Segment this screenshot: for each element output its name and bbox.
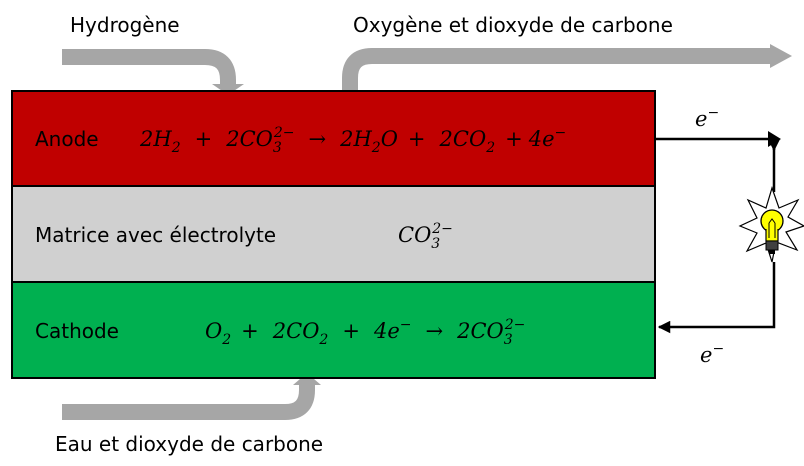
electron-arrowhead-top	[768, 131, 781, 147]
cathode-layer	[11, 281, 656, 379]
matrix-label: Matrice avec électrolyte	[35, 223, 276, 247]
matrix-layer	[11, 185, 656, 283]
oxygen-co2-outflow-arrow	[342, 44, 792, 91]
anode-label: Anode	[35, 127, 99, 151]
anode-equation: 2H2+2CO32−→2H2O+2CO2+4e−	[139, 125, 566, 156]
cathode-equation: O2+2CO2+4e−→2CO32−	[205, 317, 525, 348]
cathode-label: Cathode	[35, 319, 119, 343]
matrix-ion: CO32−	[398, 221, 453, 252]
electron-top-label: e−	[695, 105, 719, 131]
hydrogen-inflow-arrow	[62, 49, 244, 95]
oxygen-co2-label: Oxygène et dioxyde de carbone	[353, 13, 673, 37]
electron-bottom-label: e−	[700, 341, 724, 367]
hydrogen-label: Hydrogène	[70, 13, 180, 37]
lightbulb-icon	[738, 186, 804, 263]
water-co2-label: Eau et dioxyde de carbone	[55, 432, 323, 456]
anode-layer	[11, 90, 656, 187]
